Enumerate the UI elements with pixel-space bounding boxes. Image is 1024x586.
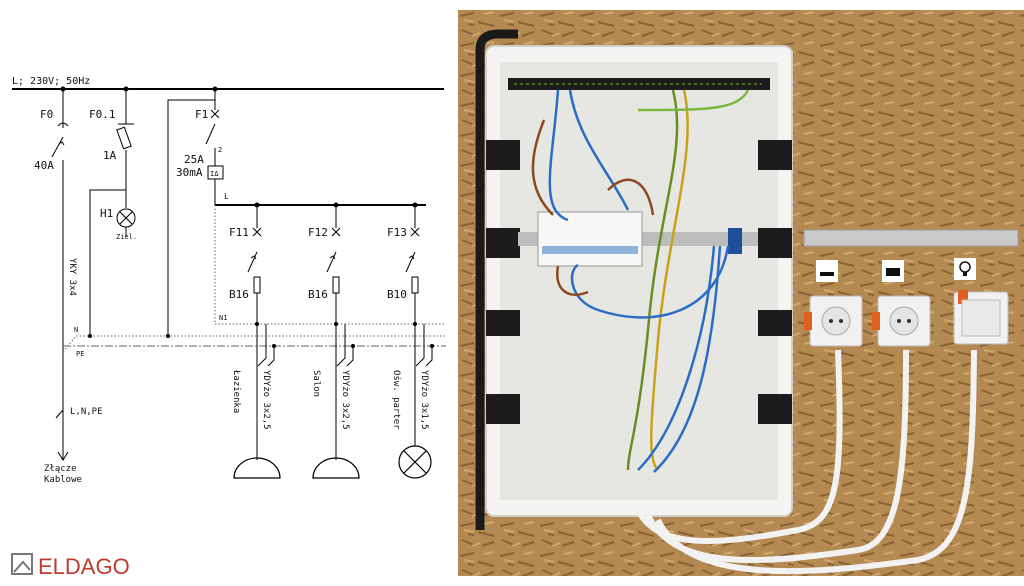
connection-label-2: Kablowe [44,475,82,485]
f13-name: F13 [387,226,407,239]
enclosure [485,45,793,517]
f12-cable: YDYżo 3x2,5 [340,370,350,430]
socket-symbol-icon [233,457,281,479]
rcd-pole: 2 [218,146,222,154]
circuit-f13: F13 B10 YDYżo 3x1,5 Ośw. parter [387,202,434,479]
connection-label-1: Złącze [44,464,77,474]
indicator-lamp-h1: H1 Ziel. [100,207,137,241]
brand-name: ELDAGO [38,554,130,579]
f12-load: Salon [311,370,321,397]
socket-symbol-icon [312,457,360,479]
n1-label: N1 [219,314,227,322]
f11-cable: YDYżo 3x2,5 [261,370,271,430]
light-switch [953,290,1009,345]
f11-rating: B16 [229,288,249,301]
rcd-symbol: IΔ [210,170,219,178]
fuse-rating: 1A [103,149,117,162]
f11-name: F11 [229,226,249,239]
rcd-f1: IΔ F1 2 25A 30mA L [167,86,229,336]
fuse-name: F0.1 [89,108,116,121]
cable-routes [635,349,977,575]
circuit-f12: F12 B16 YDYżo 3x2,5 Salon [308,202,360,479]
circuit-f11: F11 B16 YDYżo 3x2,5 Łazienka [229,202,281,479]
bathtub-icon [816,260,838,282]
lightbulb-icon [954,258,976,280]
wiring [531,89,750,473]
lamp-color: Ziel. [116,233,137,241]
socket-living-room [872,295,931,347]
rcd-sensitivity: 30mA [176,166,203,179]
bus-label: L [224,192,229,201]
neutral-block [728,228,742,254]
lamp-symbol-icon [398,445,432,479]
f13-load: Ośw. parter [391,370,402,430]
rcd-rating: 25A [184,153,204,166]
neutral-label: N [74,326,78,334]
lamp-name: H1 [100,207,113,220]
supply-conductors: L,N,PE [70,407,103,417]
f0-rating: 40A [34,159,54,172]
breaker-row [537,211,643,267]
terminal-bar [508,78,770,90]
rcd-name: F1 [195,108,208,121]
ground-arrow-icon [57,451,69,461]
f11-load: Łazienka [231,369,241,413]
f12-name: F12 [308,226,328,239]
indicator-fuse-f0-1: F0.1 1A [89,86,134,190]
brand-logo: ELDAGO [11,553,130,579]
supply-cable-label: YKY 3x4 [67,258,77,296]
spare-din-rail [803,229,1019,247]
f13-cable: YDYżo 3x1,5 [419,370,429,430]
f12-rating: B16 [308,288,328,301]
supply-label: L; 230V; 50Hz [12,76,90,87]
pe-label: PE [76,350,84,358]
wiring-diagram: L; 230V; 50Hz F0 40A YKY 3x4 L,N,PE Złąc… [11,76,446,579]
f13-rating: B10 [387,288,407,301]
main-switch-f0: F0 40A [34,86,69,460]
socket-bathroom [804,295,863,347]
f0-name: F0 [40,108,53,121]
photo-distribution-board [458,10,1024,576]
sofa-icon [882,260,904,282]
